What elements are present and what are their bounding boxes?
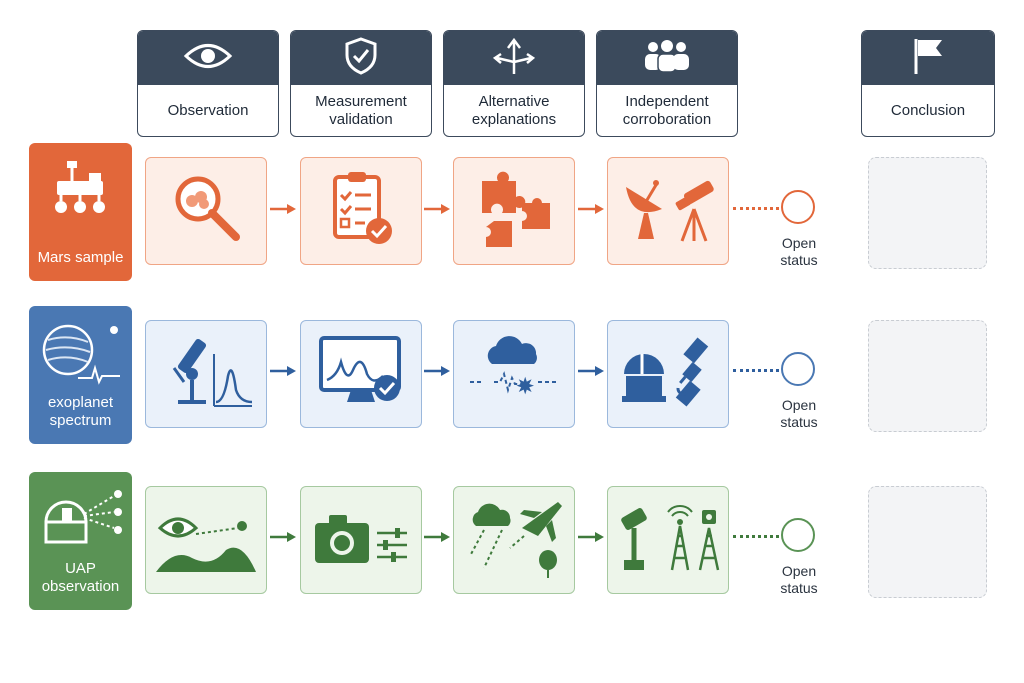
branching-arrows-icon [489, 36, 539, 81]
column-label: Conclusion [890, 101, 966, 119]
row-label-text: Mars sample [37, 249, 124, 266]
step-independent-corroboration [607, 157, 729, 265]
monitor-check-icon [313, 332, 409, 417]
cloud-plane-balloon-icon [462, 496, 566, 585]
dish-telescope-icon [618, 169, 718, 254]
conclusion-placeholder [868, 320, 987, 432]
open-status-label: Open status [780, 563, 818, 596]
row-label-exoplanet-spectrum: exoplanet spectrum [29, 306, 132, 444]
microscope-spectrum-icon [156, 330, 256, 419]
step-observation [145, 486, 267, 594]
open-status-ring [781, 352, 815, 386]
open-status-label: Open status [780, 397, 818, 430]
puzzle-icon [472, 167, 556, 256]
step-independent-corroboration [607, 486, 729, 594]
row-label-mars-sample: Mars sample [29, 143, 132, 281]
eye-landscape-icon [152, 496, 260, 585]
step-measurement-validation [300, 157, 422, 265]
group-icon [641, 38, 693, 79]
flow-arrow [424, 204, 450, 214]
flow-arrow [578, 532, 604, 542]
step-independent-corroboration [607, 320, 729, 428]
cloud-noise-icon [464, 330, 564, 419]
column-label: Measurement validation [315, 92, 407, 128]
shield-check-icon [343, 36, 379, 81]
column-header-measurement-validation: Measurement validation [290, 30, 432, 137]
flow-arrow [270, 532, 296, 542]
column-label: Alternative explanations [471, 92, 557, 128]
column-header-alternative-explanations: Alternative explanations [443, 30, 585, 137]
step-alternative-explanations [453, 486, 575, 594]
flow-arrow [424, 532, 450, 542]
flow-arrow [578, 366, 604, 376]
flow-arrow [578, 204, 604, 214]
row-label-text: exoplanet spectrum [47, 394, 114, 429]
step-observation [145, 320, 267, 428]
step-measurement-validation [300, 486, 422, 594]
step-alternative-explanations [453, 157, 575, 265]
step-observation [145, 157, 267, 265]
observatory-satellite-icon [618, 332, 718, 417]
column-header-observation: Observation [137, 30, 279, 137]
flow-arrow [424, 366, 450, 376]
dotted-connector [733, 207, 779, 210]
open-status-ring [781, 190, 815, 224]
step-measurement-validation [300, 320, 422, 428]
dotted-connector [733, 369, 779, 372]
column-header-conclusion: Conclusion [861, 30, 995, 137]
dotted-connector [733, 535, 779, 538]
flow-arrow [270, 366, 296, 376]
row-label-text: UAP observation [41, 560, 120, 595]
column-header-independent-corroboration: Independent corroboration [596, 30, 738, 137]
magnifier-rock-icon [164, 167, 248, 256]
rover-icon [49, 157, 113, 226]
row-label-uap-observation: UAP observation [29, 472, 132, 610]
dome-sensor-icon [38, 486, 124, 557]
column-label: Independent corroboration [622, 92, 712, 128]
flag-icon [908, 36, 948, 81]
camera-sliders-icon [311, 503, 411, 578]
column-label: Observation [167, 101, 249, 119]
flow-arrow [270, 204, 296, 214]
conclusion-placeholder [868, 486, 987, 598]
checklist-icon [321, 167, 401, 256]
step-alternative-explanations [453, 320, 575, 428]
open-status-label: Open status [780, 235, 818, 268]
eye-icon [183, 39, 233, 78]
radar-towers-icon [614, 498, 722, 583]
conclusion-placeholder [868, 157, 987, 269]
open-status-ring [781, 518, 815, 552]
planet-spectrum-icon [38, 320, 124, 391]
